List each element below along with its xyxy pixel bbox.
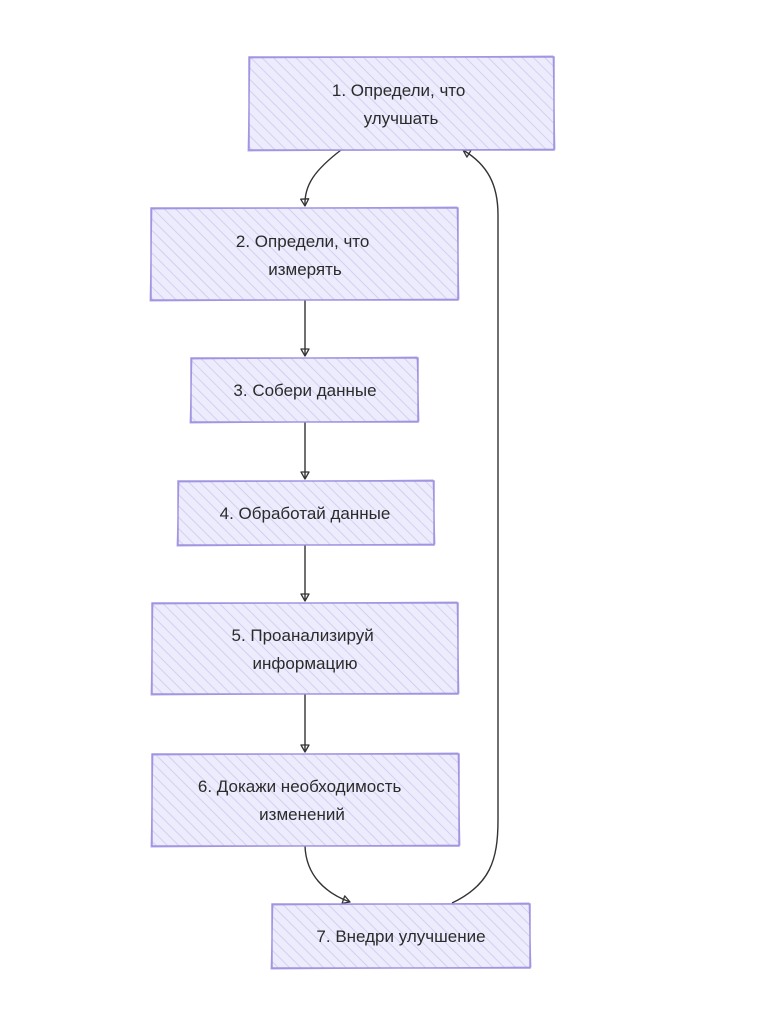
- node-step-6: 6. Докажи необходимость изменений: [150, 752, 461, 848]
- svg-text:3. Собери данные: 3. Собери данные: [233, 381, 376, 400]
- node-step-5-line-2: информацию: [253, 654, 358, 673]
- node-step-3: 3. Собери данные: [189, 356, 420, 424]
- svg-text:1. Определи, что улучш: 1. Определи, что улучшать: [332, 81, 470, 128]
- edges-layer: [300, 149, 499, 905]
- node-step-1: 1. Определи, что улучшать: [247, 55, 556, 152]
- node-step-5: 5. Проанализируй информацию: [150, 601, 460, 696]
- svg-text:5. Проанализируй инфор: 5. Проанализируй информацию: [231, 626, 378, 673]
- node-step-5-line-1: 5. Проанализируй: [231, 626, 373, 645]
- node-step-7: 7. Внедри улучшение: [270, 902, 532, 970]
- node-step-4-line-1: 4. Обработай данные: [220, 504, 391, 523]
- node-step-1-line-2: улучшать: [364, 109, 439, 128]
- node-step-3-line-1: 3. Собери данные: [233, 381, 376, 400]
- edge-7-to-1-loop: [451, 149, 499, 904]
- node-step-2-line-1: 2. Определи, что: [236, 232, 369, 251]
- svg-text:2. Определи, что измер: 2. Определи, что измерять: [236, 232, 374, 279]
- edge-6-to-7: [304, 845, 351, 905]
- node-step-4: 4. Обработай данные: [176, 479, 436, 547]
- svg-text:7. Внедри улучшение: 7. Внедри улучшение: [316, 927, 485, 946]
- node-step-2-line-2: измерять: [268, 260, 342, 279]
- node-step-1-line-1: 1. Определи, что: [332, 81, 465, 100]
- edge-1-to-2: [300, 149, 342, 207]
- node-step-6-line-1: 6. Докажи необходимость: [198, 777, 402, 796]
- node-step-7-line-1: 7. Внедри улучшение: [316, 927, 485, 946]
- nodes-layer: 1. Определи, что улучшать 2. Определи, ч…: [149, 55, 556, 970]
- node-step-6-line-2: изменений: [259, 805, 345, 824]
- svg-text:6. Докажи необходимость: 6. Докажи необходимость изменений: [198, 777, 406, 824]
- svg-text:4. Обработай данные: 4. Обработай данные: [220, 504, 391, 523]
- node-step-2: 2. Определи, что измерять: [149, 206, 460, 302]
